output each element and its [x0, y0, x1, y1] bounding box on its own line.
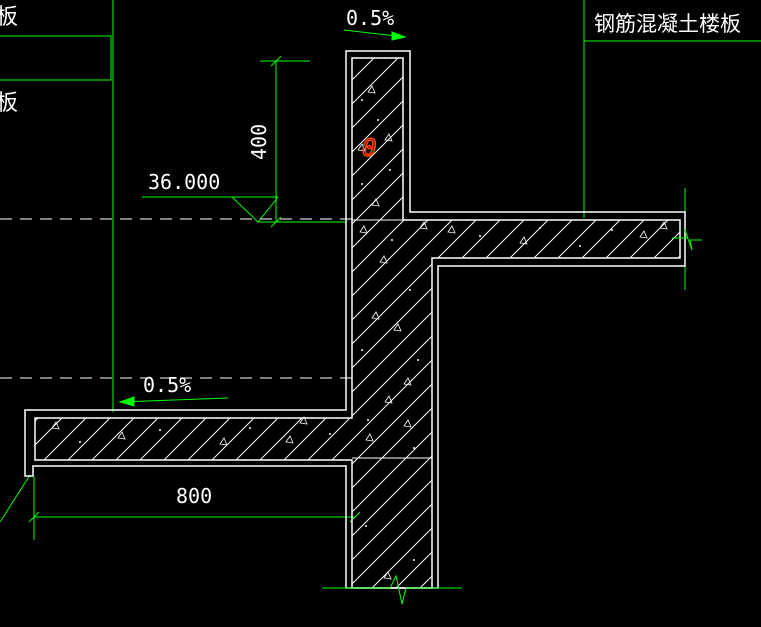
concrete-section-body [34, 57, 681, 589]
aggregate-marks [51, 85, 668, 580]
break-symbol-bottom [322, 574, 462, 605]
aggregate-dots [79, 99, 613, 561]
dimension-800 [28, 476, 361, 540]
floor-slab-label-box [583, 0, 761, 218]
dashed-reference-lines [0, 218, 352, 379]
label-left-fragment: 板 [0, 91, 18, 116]
dimension-400 [258, 55, 345, 228]
section-joint-lines [352, 219, 432, 459]
top-left-label-box [0, 35, 112, 81]
label-elevation: 36.000 [148, 170, 220, 194]
label-dim-height: 400 [247, 124, 271, 160]
slope-arrow-top [343, 29, 407, 41]
slope-arrow-bottom [118, 396, 229, 407]
markup-circle-annotation: 0 [362, 134, 376, 162]
label-slope-top: 0.5% [346, 6, 394, 30]
label-dim-width: 800 [176, 484, 212, 508]
elevation-marker [142, 196, 279, 223]
label-top-left-fragment: 板 [0, 5, 18, 30]
label-floor-slab: 钢筋混凝土楼板 [594, 12, 741, 36]
label-slope-bottom: 0.5% [143, 373, 191, 397]
left-leader [0, 474, 31, 523]
break-symbol-right [672, 227, 702, 251]
